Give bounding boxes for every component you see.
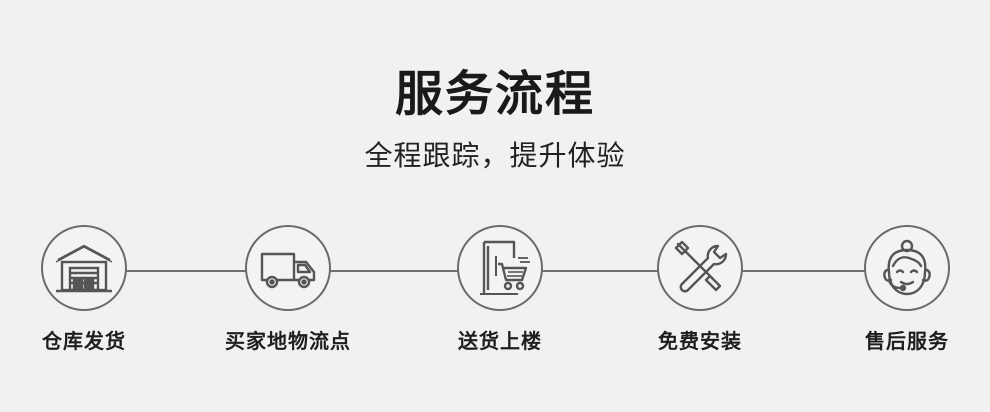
step-after-sales-service: 售后服务 (827, 225, 987, 354)
step-label: 买家地物流点 (225, 329, 351, 353)
step-free-installation: 免费安装 (620, 225, 780, 354)
page-title: 服务流程 (394, 66, 595, 122)
stairs-cart-icon (480, 240, 530, 295)
step-circle (41, 225, 127, 311)
page-subtitle: 全程跟踪，提升体验 (364, 139, 626, 172)
step-warehouse-shipping: 仓库发货 (4, 225, 164, 354)
step-circle (657, 225, 743, 311)
step-delivery-upstairs: 送货上楼 (420, 225, 580, 354)
warehouse-icon (55, 244, 113, 293)
step-label: 免费安装 (658, 329, 742, 353)
step-label: 仓库发货 (42, 329, 126, 353)
customer-service-icon (883, 239, 931, 296)
step-circle (457, 225, 543, 311)
step-logistics-point: 买家地物流点 (208, 225, 368, 354)
truck-icon (260, 252, 316, 289)
tools-icon (674, 240, 728, 293)
step-label: 售后服务 (865, 329, 949, 353)
step-circle (864, 225, 950, 311)
step-circle (245, 225, 331, 311)
step-label: 送货上楼 (458, 329, 542, 353)
